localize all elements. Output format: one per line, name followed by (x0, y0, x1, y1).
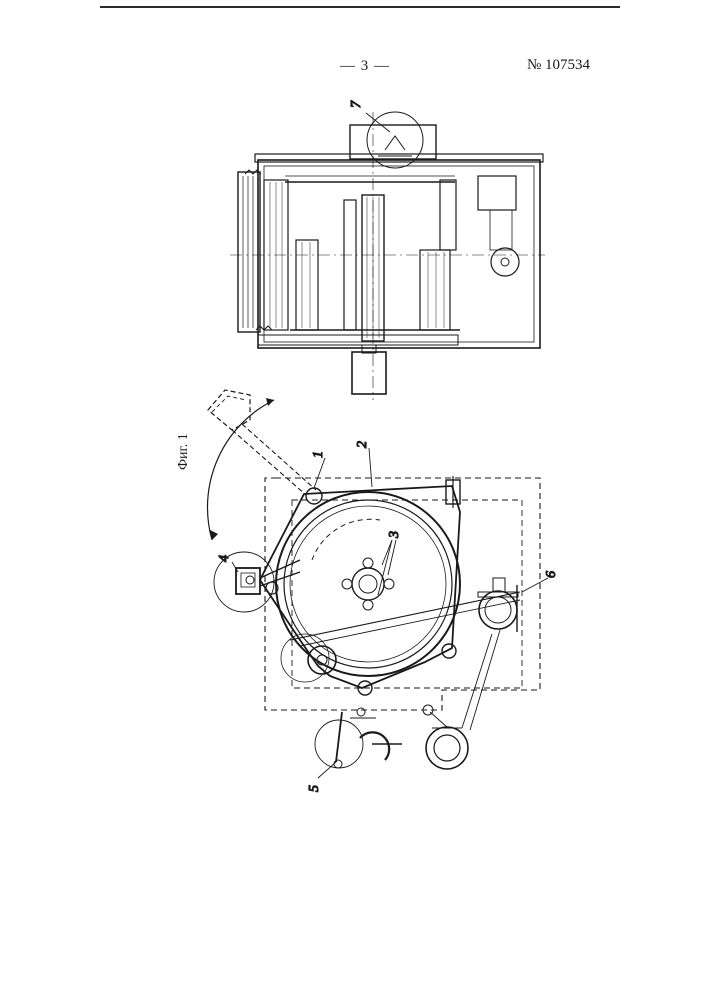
callout-6: 6 (544, 571, 559, 578)
callout-4: 4 (217, 555, 232, 562)
drum-hub (352, 568, 384, 600)
gearbox (478, 176, 516, 210)
leader-lines (232, 113, 548, 778)
guide-roller (306, 488, 322, 504)
roller (344, 200, 356, 330)
pulley (491, 248, 519, 276)
guide-roller (442, 644, 456, 658)
side-view (207, 390, 540, 769)
callout-5: 5 (307, 785, 322, 792)
callout-7: 7 (349, 100, 364, 108)
base-plate (258, 335, 458, 345)
top-view (230, 112, 545, 400)
roller (440, 180, 456, 250)
motor (352, 352, 386, 394)
swing-arc (207, 400, 274, 540)
frame-dashed (265, 478, 540, 710)
brush-frame (238, 172, 260, 332)
casing-outline (258, 160, 540, 348)
callout-3: 3 (387, 531, 402, 539)
roller (296, 240, 318, 330)
bottom-motor (426, 727, 468, 769)
roller (420, 250, 450, 330)
callout-1: 1 (311, 451, 326, 458)
callout-2: 2 (355, 441, 370, 448)
